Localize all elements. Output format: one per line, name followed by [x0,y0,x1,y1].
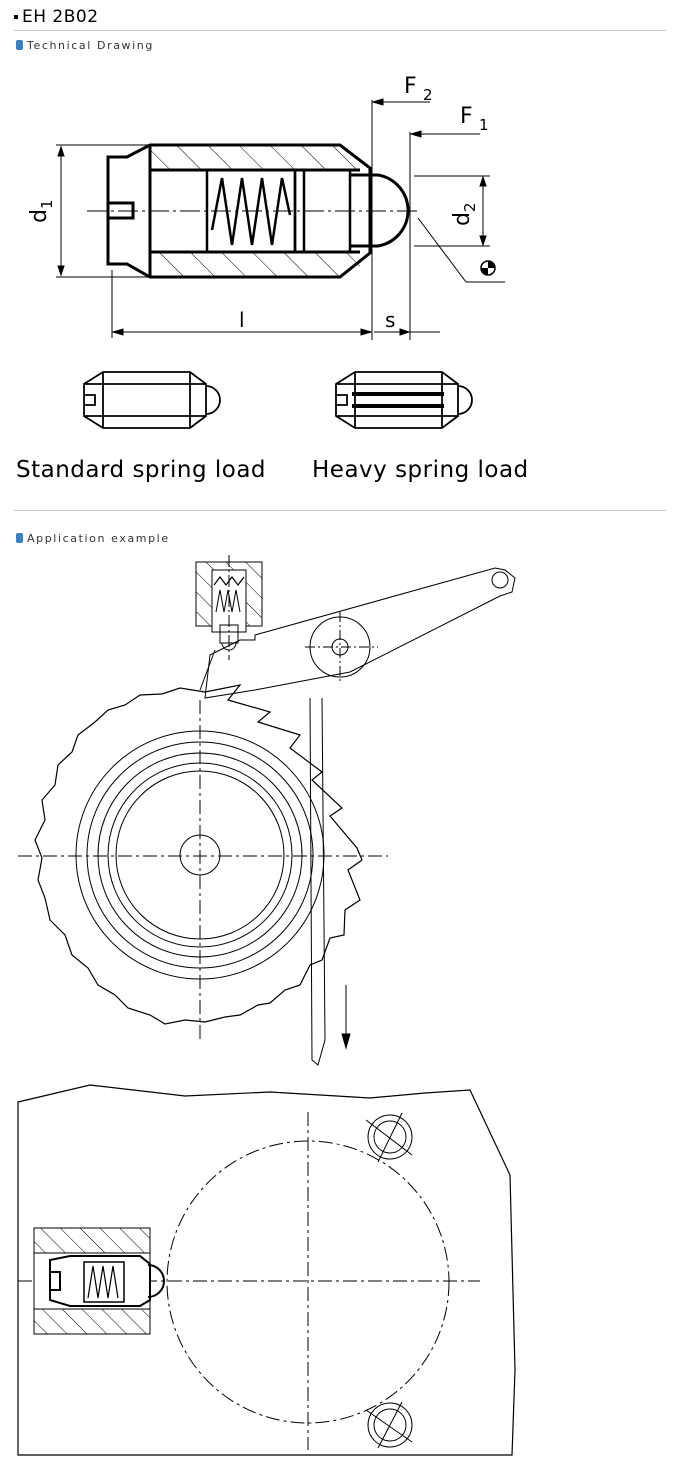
label-f2: F [404,74,417,99]
section-label: Technical Drawing [27,39,154,52]
section-application-example: Application example [16,532,170,545]
label-f2-sub: 2 [423,86,433,104]
divider [14,510,666,511]
caption-heavy: Heavy spring load [312,457,529,483]
bullet-icon [14,15,18,19]
section-technical-drawing: Technical Drawing [16,39,154,52]
section-label: Application example [27,532,170,545]
page-title: EH 2B02 [14,7,99,27]
heavy-plunger-view [335,371,473,429]
label-f1: F [460,104,473,129]
label-s: s [385,308,395,332]
standard-plunger-view [83,371,221,429]
application-drawing [17,555,516,1456]
technical-drawing: F 2 F 1 d 1 d 2 l s [27,74,505,429]
title-text: EH 2B02 [22,7,99,27]
label-l: l [239,308,245,332]
document-icon [16,40,23,50]
label-f1-sub: 1 [479,116,489,134]
divider [14,30,666,31]
caption-standard: Standard spring load [16,457,267,483]
label-d1: d [27,209,52,223]
document-icon [16,533,23,543]
center-of-mass-icon [480,260,496,276]
label-d2-sub: 2 [461,202,479,212]
label-d2: d [450,212,475,226]
label-d1-sub: 1 [38,199,56,209]
